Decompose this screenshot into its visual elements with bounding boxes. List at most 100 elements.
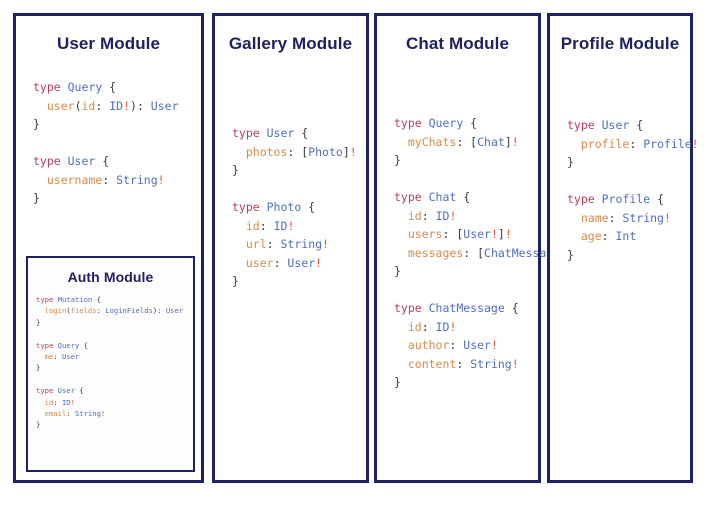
code-token-pn: } [33, 191, 40, 205]
code-token-fn: name [580, 210, 609, 225]
panel-title-profile: Profile Module [560, 34, 680, 53]
code-line: age: Int [567, 227, 686, 246]
code-token-pn [232, 219, 246, 233]
code-token-pn [232, 256, 246, 270]
code-block-gallery: type User { photos: [Photo]!} type Photo… [215, 124, 366, 291]
code-token-pn: } [567, 247, 574, 262]
code-token-fn: url [245, 237, 267, 251]
panel-user-module[interactable]: User Module type Query { user(id: ID!): … [13, 13, 204, 483]
code-token-pn: { [95, 154, 110, 168]
code-token-tn: Query [57, 340, 80, 350]
code-token-kw: type [36, 386, 58, 396]
code-block-auth: type Mutation { login(fields: LoginField… [28, 294, 193, 431]
code-token-pn: } [394, 153, 401, 167]
code-line: } [36, 362, 190, 373]
code-block-gap [36, 374, 190, 385]
code-line: author: User! [394, 336, 534, 355]
code-token-pn: { [463, 116, 478, 130]
code-type-definition: type Query { user(id: ID!): User} [33, 78, 197, 134]
code-token-tn: Chat [477, 134, 505, 149]
code-token-pn: : [421, 208, 436, 223]
code-line: myChats: [Chat]! [394, 133, 534, 152]
code-token-pn: ] [504, 134, 512, 149]
code-token-kw: type [232, 200, 267, 214]
code-token-fn: me [44, 352, 54, 362]
code-token-tn: Query [67, 80, 103, 94]
code-line: users: [User!]! [394, 225, 534, 244]
code-block-user: type Query { user(id: ID!): User} type U… [16, 78, 201, 208]
code-token-fn: profile [580, 136, 630, 151]
code-token-pn [36, 352, 45, 361]
code-token-pn [232, 145, 246, 159]
code-token-bang: ! [449, 208, 457, 223]
panel-auth-module[interactable]: Auth Module type Mutation { login(fields… [26, 256, 195, 472]
code-line: id: ID! [394, 318, 534, 337]
code-token-tn: ChatMessage [484, 245, 561, 260]
code-token-pn: : [96, 306, 106, 316]
code-line: } [394, 151, 534, 170]
code-token-fn: id [44, 397, 54, 407]
code-token-tn: Profile [643, 136, 692, 151]
code-line: } [567, 153, 686, 172]
code-line: } [33, 115, 197, 134]
code-block-chat: type Query { myChats: [Chat]!} type Chat… [377, 114, 574, 392]
code-token-tn: String [74, 409, 101, 419]
code-token-pn: : [456, 356, 471, 371]
code-token-pn: : [66, 409, 75, 419]
code-token-tn: User [463, 227, 491, 241]
code-token-pn [567, 137, 581, 151]
code-line: user(id: ID!): User [33, 97, 197, 116]
code-token-pn: } [232, 274, 239, 288]
code-token-pn [394, 320, 408, 334]
code-line: id: ID! [232, 217, 362, 236]
code-token-tn: ID [435, 319, 450, 334]
code-line: type Chat { [394, 188, 534, 207]
code-line: content: String! [394, 355, 534, 374]
panel-gallery-module[interactable]: Gallery Module type User { photos: [Phot… [212, 13, 369, 483]
code-token-pn: } [36, 317, 41, 327]
code-line: type Query { [394, 114, 534, 133]
code-line: } [567, 246, 686, 265]
code-token-pn: { [79, 340, 88, 350]
code-token-pn: : [421, 319, 436, 334]
code-line: type Query { [33, 78, 197, 97]
panel-chat-module[interactable]: Chat Module type Query { myChats: [Chat]… [374, 13, 574, 483]
panel-profile-module[interactable]: Profile Module type User { profile: Prof… [547, 13, 699, 483]
code-line: photos: [Photo]! [232, 143, 362, 162]
code-token-bang: ! [490, 227, 498, 241]
code-line: url: String! [232, 235, 362, 254]
code-token-pn [567, 229, 581, 243]
code-token-bang: ! [663, 210, 671, 225]
code-token-pn: } [232, 163, 239, 177]
code-type-definition: type Chat { id: ID! users: [User!]! mess… [394, 188, 574, 281]
code-line: user: User! [232, 254, 362, 273]
code-token-bang: ! [511, 134, 519, 149]
code-token-pn: : [259, 218, 274, 233]
code-token-fn: id [245, 218, 260, 233]
code-block-gap [232, 180, 362, 199]
code-type-definition: type Profile { name: String! age: Int} [567, 190, 686, 264]
code-line: username: String! [33, 171, 197, 190]
code-token-bang: ! [349, 144, 357, 159]
code-token-kw: type [36, 340, 58, 350]
code-line: } [36, 419, 190, 430]
code-token-tn: User [287, 255, 316, 270]
code-token-pn [394, 135, 408, 149]
code-token-pn: : [53, 397, 62, 407]
code-token-tn: User [266, 126, 295, 140]
code-token-pn [33, 99, 47, 113]
code-token-pn: } [394, 264, 401, 278]
code-line: } [394, 373, 534, 392]
code-line: } [232, 161, 362, 180]
code-token-fn: myChats [407, 134, 457, 149]
code-line: type User { [232, 124, 362, 143]
code-token-fn: id [81, 98, 96, 113]
code-token-fn: id [407, 319, 422, 334]
code-token-tn: User [57, 386, 75, 396]
code-token-bang: ! [70, 397, 75, 407]
code-token-kw: type [567, 118, 602, 132]
code-token-pn: } [36, 363, 41, 373]
code-line: type User { [567, 116, 686, 135]
code-token-tn: User [601, 118, 630, 132]
panel-title-user: User Module [56, 34, 161, 53]
